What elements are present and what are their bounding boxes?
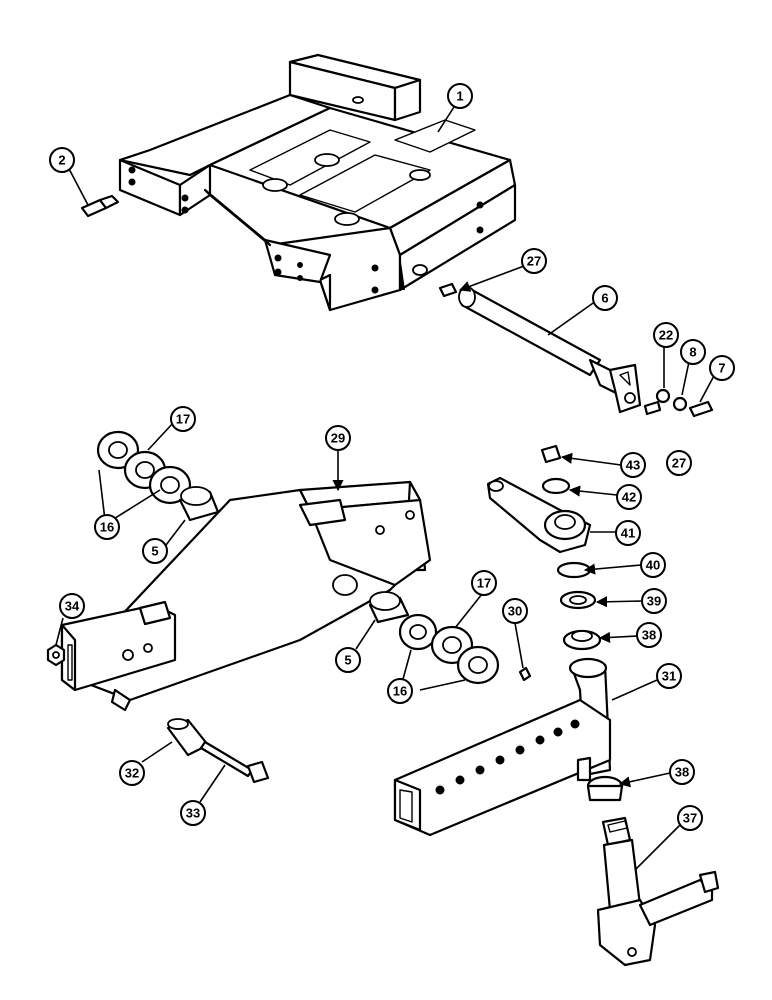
callout-22: 22 bbox=[653, 322, 679, 348]
axle-extension-31 bbox=[393, 657, 612, 837]
washers-right bbox=[398, 613, 500, 685]
washer-39 bbox=[559, 590, 597, 610]
callout-8: 8 bbox=[680, 339, 706, 365]
svg-text:38: 38 bbox=[642, 628, 656, 643]
callout-37: 37 bbox=[677, 805, 703, 831]
callout-38-lower: 38 bbox=[669, 759, 695, 785]
small-hardware bbox=[643, 388, 714, 418]
callout-2: 2 bbox=[49, 147, 75, 173]
callout-16-right: 16 bbox=[387, 678, 413, 704]
svg-text:38: 38 bbox=[675, 765, 689, 780]
spindle-37 bbox=[596, 816, 720, 967]
svg-text:6: 6 bbox=[601, 291, 608, 306]
svg-text:40: 40 bbox=[646, 558, 660, 573]
svg-text:16: 16 bbox=[100, 520, 114, 535]
grease-fitting-30 bbox=[518, 666, 532, 682]
callout-40: 40 bbox=[640, 552, 666, 578]
bolt-7 bbox=[688, 400, 714, 418]
callout-33: 33 bbox=[180, 800, 206, 826]
callout-5-upper: 5 bbox=[142, 538, 168, 564]
svg-text:5: 5 bbox=[344, 653, 351, 668]
callouts: 1 2 27 6 22 8 7 17 29 16 5 43 27 42 41 4… bbox=[49, 83, 735, 831]
svg-text:42: 42 bbox=[622, 490, 636, 505]
callout-7: 7 bbox=[709, 355, 735, 381]
callout-27-top: 27 bbox=[521, 248, 547, 274]
svg-text:43: 43 bbox=[626, 458, 640, 473]
svg-text:2: 2 bbox=[58, 153, 65, 168]
svg-text:29: 29 bbox=[331, 431, 345, 446]
bolt-33 bbox=[199, 740, 270, 784]
pivot-pin-6 bbox=[458, 286, 642, 414]
bushing-38-upper bbox=[562, 629, 602, 651]
bolt-2 bbox=[80, 194, 120, 218]
axle-support-frame bbox=[118, 53, 517, 312]
svg-text:17: 17 bbox=[176, 412, 190, 427]
svg-text:39: 39 bbox=[647, 594, 661, 609]
callout-6: 6 bbox=[592, 285, 618, 311]
bushing-38-lower bbox=[586, 775, 624, 802]
axle-carrier-29 bbox=[60, 480, 432, 712]
washer-42 bbox=[541, 477, 571, 495]
callout-5-lower: 5 bbox=[335, 647, 361, 673]
svg-text:31: 31 bbox=[662, 669, 676, 684]
bushing-5-lower bbox=[368, 591, 410, 624]
callout-43: 43 bbox=[620, 452, 646, 478]
leader-lines bbox=[55, 106, 717, 871]
svg-text:16: 16 bbox=[393, 684, 407, 699]
nut-22 bbox=[655, 388, 671, 404]
callout-16-left: 16 bbox=[94, 514, 120, 540]
svg-text:27: 27 bbox=[527, 254, 541, 269]
grease-fitting-27-top bbox=[438, 282, 458, 298]
svg-text:41: 41 bbox=[621, 526, 635, 541]
callout-30: 30 bbox=[502, 598, 528, 624]
callout-39: 39 bbox=[641, 588, 667, 614]
svg-text:7: 7 bbox=[718, 361, 725, 376]
grease-fitting-27 bbox=[643, 400, 662, 416]
nut-34 bbox=[46, 643, 66, 667]
svg-text:17: 17 bbox=[477, 576, 491, 591]
callout-42: 42 bbox=[616, 484, 642, 510]
callout-1: 1 bbox=[447, 83, 473, 109]
svg-text:5: 5 bbox=[151, 544, 158, 559]
callout-41: 41 bbox=[615, 520, 641, 546]
svg-text:1: 1 bbox=[456, 89, 463, 104]
callout-31: 31 bbox=[656, 663, 682, 689]
svg-text:32: 32 bbox=[125, 766, 139, 781]
svg-text:22: 22 bbox=[659, 328, 673, 343]
bolt-43 bbox=[540, 444, 562, 464]
callout-34: 34 bbox=[59, 593, 85, 619]
callout-17-left: 17 bbox=[170, 406, 196, 432]
svg-text:27: 27 bbox=[672, 456, 686, 471]
washer-8 bbox=[672, 396, 688, 412]
svg-text:8: 8 bbox=[689, 345, 696, 360]
callout-29: 29 bbox=[325, 425, 351, 451]
svg-text:33: 33 bbox=[186, 806, 200, 821]
callout-38-upper: 38 bbox=[636, 622, 662, 648]
svg-text:34: 34 bbox=[65, 599, 80, 614]
callout-32: 32 bbox=[119, 760, 145, 786]
svg-text:30: 30 bbox=[508, 604, 522, 619]
callout-27-right: 27 bbox=[666, 450, 692, 476]
bushing-5-upper bbox=[178, 486, 220, 522]
svg-text:37: 37 bbox=[683, 811, 697, 826]
washers-left bbox=[96, 430, 192, 505]
callout-17-right: 17 bbox=[471, 570, 497, 596]
steering-arm-41 bbox=[486, 476, 592, 554]
